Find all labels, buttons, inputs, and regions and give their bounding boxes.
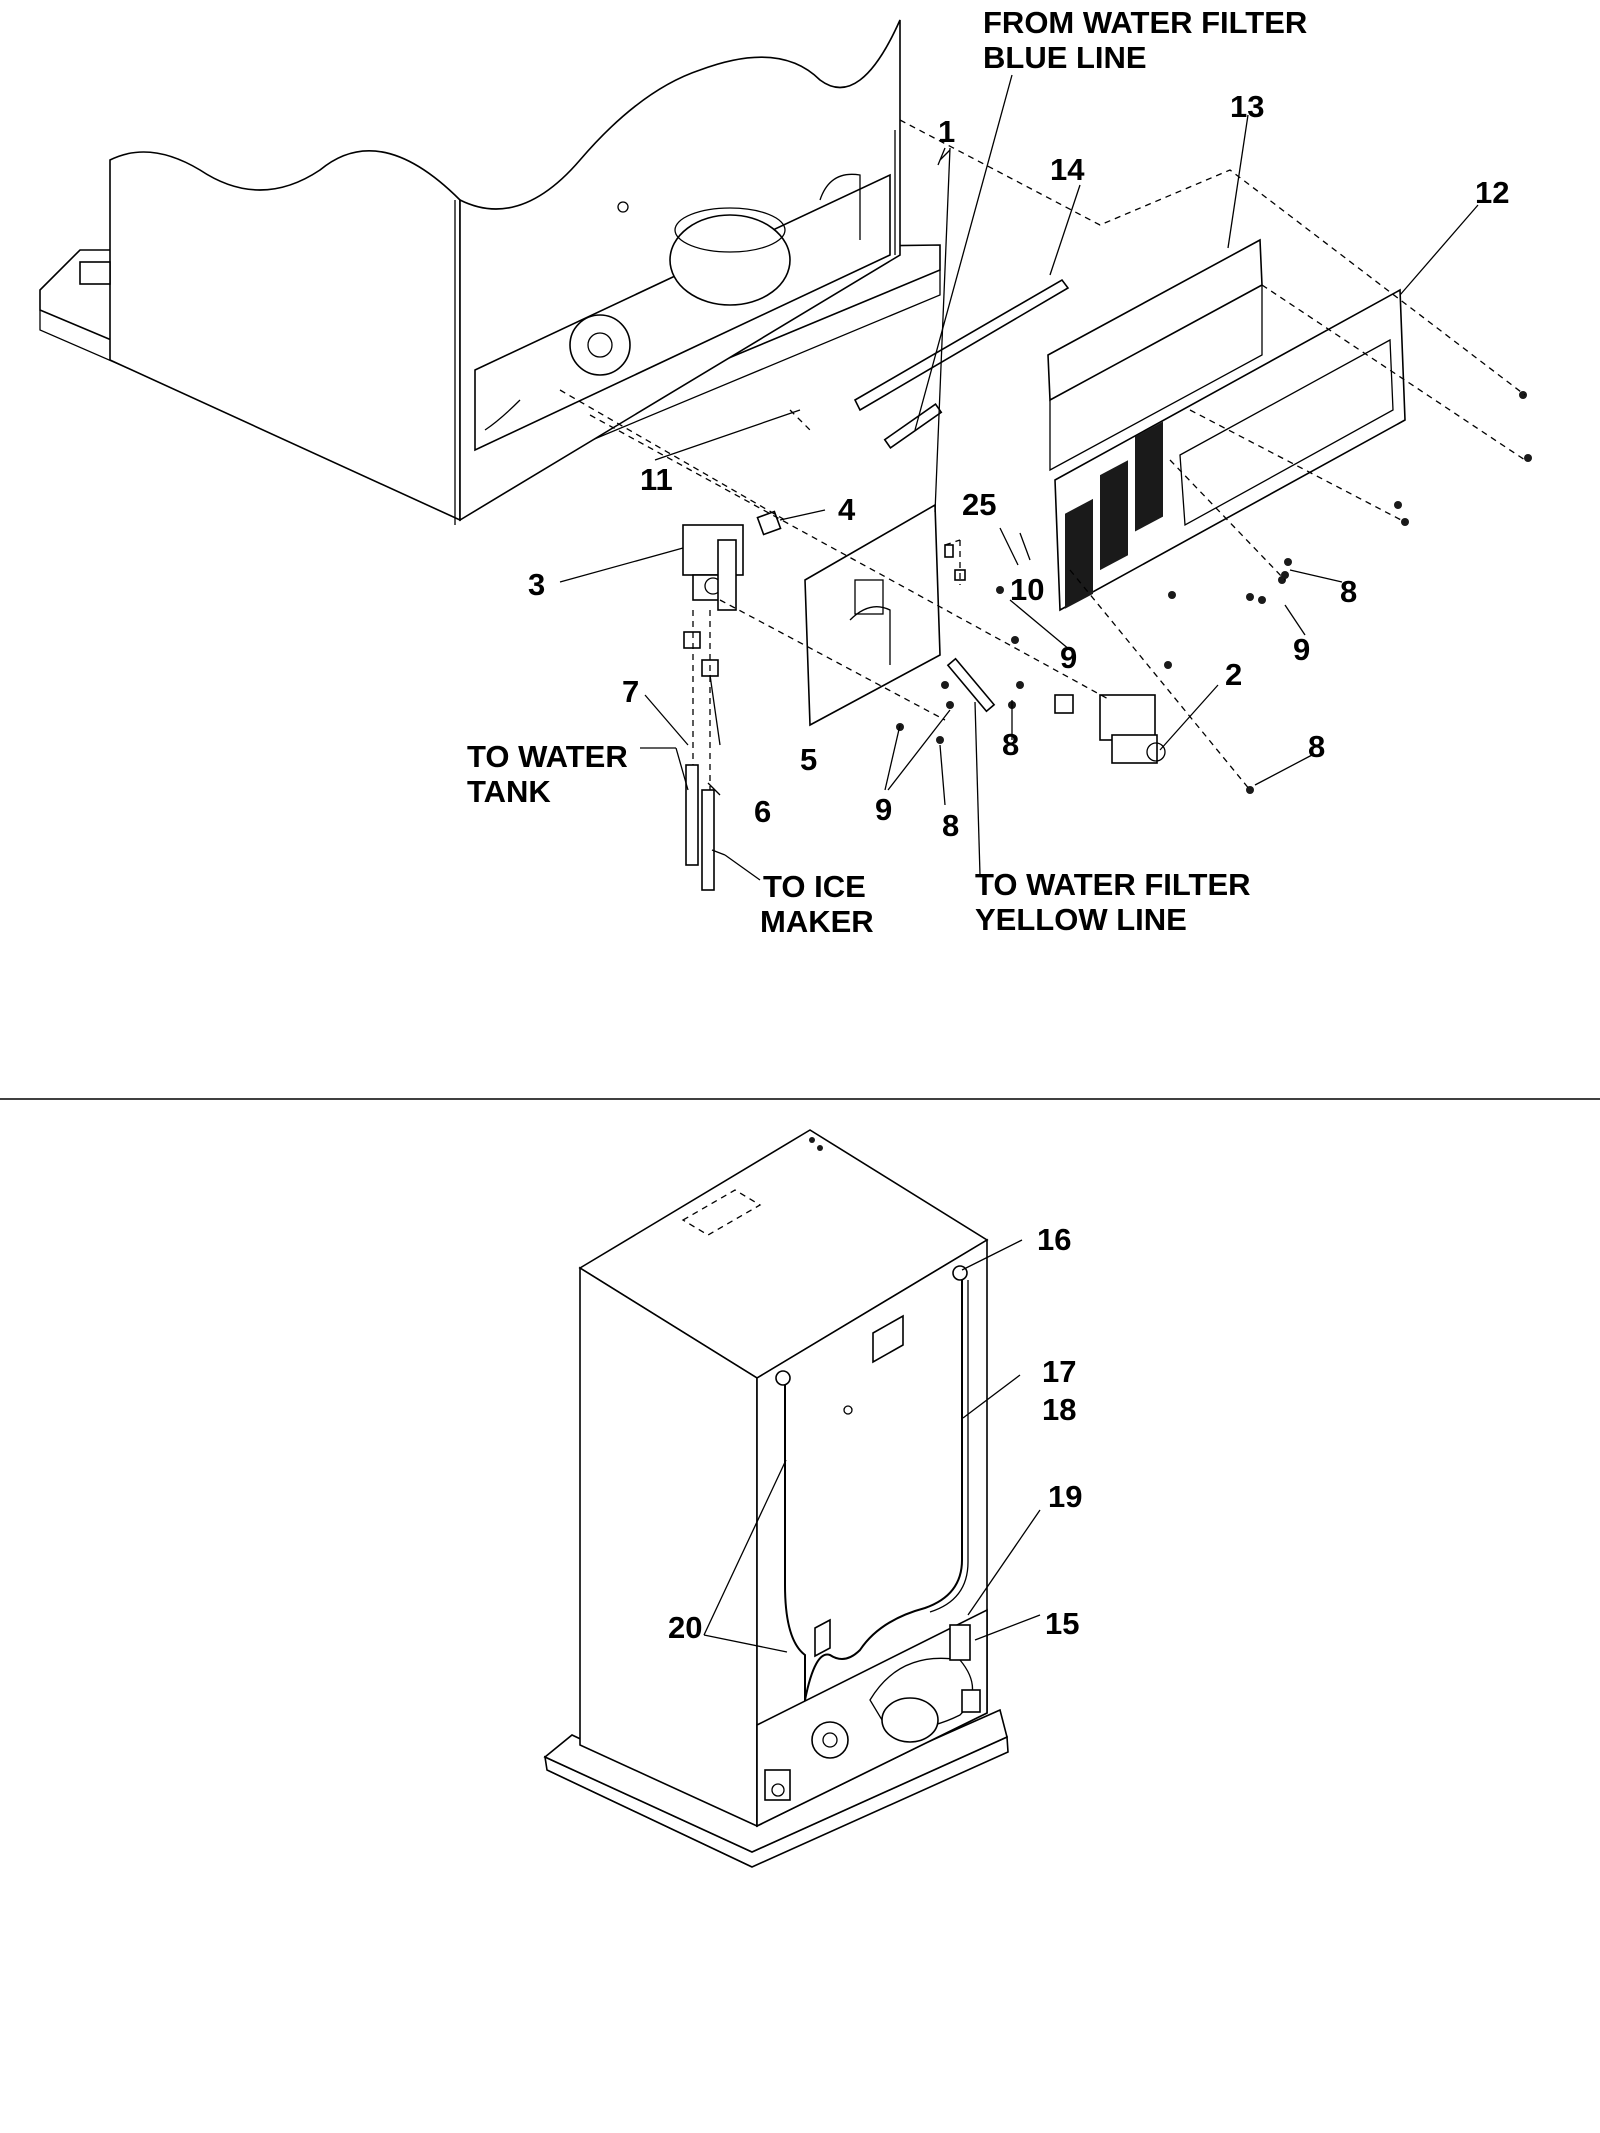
callouts: 1 2 3 4 5 6 7 8 8 8 8 9 9 9 10 11 12 13 … — [528, 89, 1509, 1645]
leader-lines-bottom — [703, 1239, 1041, 1653]
callout-1: 1 — [938, 114, 955, 149]
callout-3: 3 — [528, 567, 545, 602]
callout-8-c: 8 — [1308, 729, 1325, 764]
callout-2: 2 — [1225, 657, 1242, 692]
note-to-water-filter-line2: YELLOW LINE — [975, 902, 1187, 937]
callout-14: 14 — [1050, 152, 1085, 187]
explode-lines — [559, 119, 1526, 791]
callout-8-d: 8 — [942, 808, 959, 843]
callout-8-b: 8 — [1002, 727, 1019, 762]
note-to-water-filter-line1: TO WATER FILTER — [975, 867, 1251, 902]
refrigerator-rear-view — [543, 1129, 1009, 1868]
callout-9-b: 9 — [1060, 640, 1077, 675]
callout-16: 16 — [1037, 1222, 1071, 1257]
cabinet-cutaway — [39, 19, 941, 525]
note-from-water-filter-line1: FROM WATER FILTER — [983, 5, 1307, 40]
callout-17: 17 — [1042, 1354, 1076, 1389]
callout-5: 5 — [800, 742, 817, 777]
callout-11: 11 — [640, 462, 673, 497]
callout-9-a: 9 — [1293, 632, 1310, 667]
part-3-water-valve — [682, 524, 744, 611]
callout-6: 6 — [754, 794, 771, 829]
small-fittings — [683, 510, 1074, 714]
callout-10: 10 — [1010, 572, 1044, 607]
part-14-strip — [853, 278, 1070, 412]
water-tubes — [685, 403, 996, 891]
callout-15: 15 — [1045, 1606, 1079, 1641]
leader-lines-top — [559, 74, 1479, 881]
callout-13: 13 — [1230, 89, 1264, 124]
part-1-bracket — [804, 503, 941, 727]
callout-4: 4 — [838, 492, 856, 527]
callout-8-a: 8 — [1340, 574, 1357, 609]
callout-18: 18 — [1042, 1392, 1076, 1427]
note-to-ice-maker-line2: MAKER — [760, 904, 874, 939]
callout-25: 25 — [962, 487, 996, 522]
part-12-access-cover — [1054, 288, 1406, 612]
notes: FROM WATER FILTER BLUE LINE TO WATER TAN… — [467, 5, 1307, 939]
note-to-water-tank-line2: TANK — [467, 774, 551, 809]
callout-20: 20 — [668, 1610, 702, 1645]
grille-louvers — [1065, 421, 1163, 609]
note-from-water-filter-line2: BLUE LINE — [983, 40, 1147, 75]
callout-19: 19 — [1048, 1479, 1082, 1514]
note-to-water-tank-line1: TO WATER — [467, 739, 628, 774]
part-2-water-valve — [1099, 694, 1166, 764]
callout-9-c: 9 — [875, 792, 892, 827]
callout-12: 12 — [1475, 175, 1509, 210]
callout-7: 7 — [622, 674, 639, 709]
note-to-ice-maker-line1: TO ICE — [763, 869, 866, 904]
